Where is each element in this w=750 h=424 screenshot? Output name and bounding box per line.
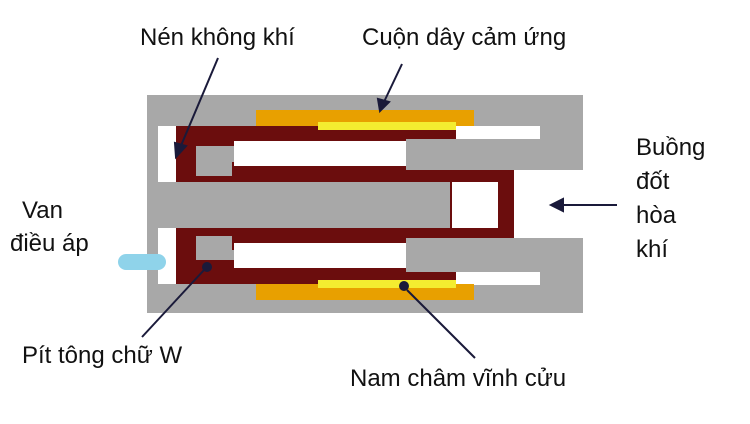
upper-cavity-right — [456, 126, 540, 139]
permanent-magnet-bottom — [318, 280, 456, 288]
label-chamber-line-2: đốt — [636, 168, 670, 195]
piston-tip-gap — [452, 182, 498, 228]
piston-slot-lower — [234, 243, 406, 268]
inner-rod-channel — [176, 182, 450, 228]
label-induction-coil: Cuộn dây cảm ứng — [362, 24, 567, 51]
upper-cavity-left — [158, 126, 176, 182]
pressure-valve — [118, 254, 166, 270]
callout-line-coil — [382, 63, 403, 105]
label-valve-line-1: Van — [22, 197, 63, 224]
label-chamber-line-1: Buồng — [636, 134, 706, 161]
arrowhead-coil — [376, 97, 391, 114]
arrowhead-compress — [173, 141, 188, 160]
lower-cavity-right — [456, 272, 540, 285]
callout-line-magnet — [406, 289, 476, 359]
lower-cavity-left — [158, 228, 176, 284]
label-chamber-line-3: hòa — [636, 202, 677, 229]
callout-dot-magnet — [399, 281, 409, 291]
permanent-magnet-top — [318, 122, 456, 130]
callout-line-compress — [179, 57, 219, 149]
label-chamber-line-4: khí — [636, 236, 669, 263]
callout-line-piston — [141, 269, 205, 338]
callout-dot-piston — [202, 262, 212, 272]
arrowhead-chamber — [548, 197, 564, 213]
label-w-piston: Pít tông chữ W — [22, 342, 183, 369]
label-valve-line-2: điều áp — [10, 230, 89, 257]
label-compress-air: Nén không khí — [140, 24, 295, 51]
piston-slot-upper — [234, 141, 406, 166]
label-permanent-magnet: Nam châm vĩnh cửu — [350, 365, 567, 392]
